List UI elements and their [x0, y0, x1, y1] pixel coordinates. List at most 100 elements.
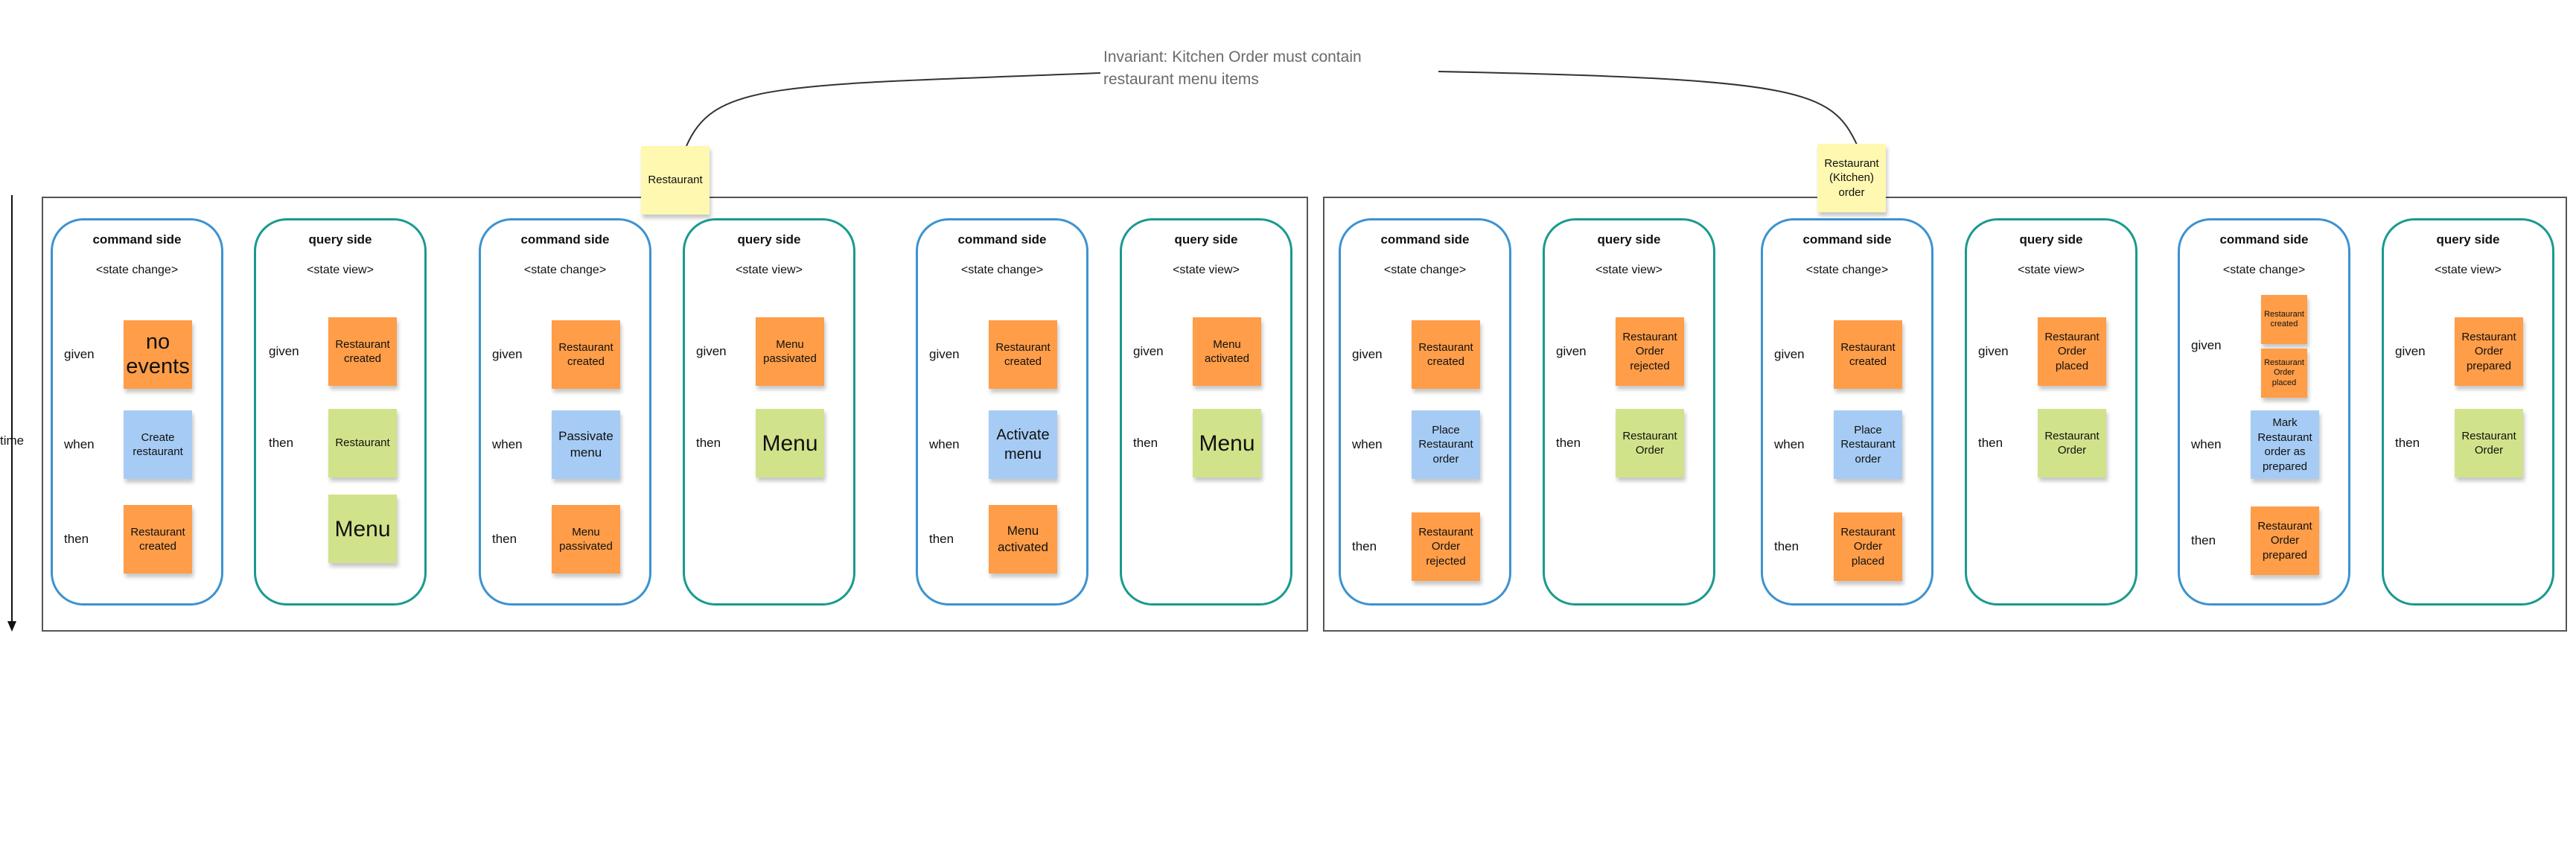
row-label-then: then	[269, 436, 294, 450]
event-sticky: no events	[124, 320, 192, 389]
column-subtitle: <state change>	[1383, 264, 1467, 276]
event-sticky: Restaurant Order placed	[1834, 512, 1902, 581]
command-side-column: command side <state change>	[51, 218, 223, 606]
row-label-when: when	[929, 437, 960, 451]
column-subtitle: <state view>	[2018, 264, 2085, 276]
event-sticky: Menu passivated	[552, 505, 620, 574]
query-side-column: query side <state view>	[2382, 218, 2554, 606]
event-sticky: Restaurant Order placed	[2261, 349, 2307, 398]
event-sticky: Restaurant Order rejected	[1412, 512, 1480, 581]
row-label-when: when	[64, 437, 95, 451]
command-sticky: Place Restaurant order	[1834, 410, 1902, 479]
row-label-given: given	[696, 344, 727, 358]
row-label-then: then	[2395, 436, 2420, 450]
time-label: time	[0, 433, 25, 448]
row-label-given: given	[269, 344, 299, 358]
row-label-then: then	[1352, 539, 1377, 553]
row-label-given: given	[1133, 344, 1164, 358]
column-subtitle: <state view>	[307, 264, 374, 276]
invariant-line-1: Invariant: Kitchen Order must contain	[1103, 48, 1362, 66]
command-side-column: command side <state change>	[1339, 218, 1511, 606]
invariant-connector-right	[1438, 71, 1858, 147]
invariant-connector-left	[686, 72, 1101, 147]
view-sticky: Menu	[328, 495, 397, 563]
row-label-when: when	[1774, 437, 1805, 451]
row-label-then: then	[1133, 436, 1158, 450]
column-subtitle: <state change>	[2222, 264, 2306, 276]
column-subtitle: <state view>	[736, 264, 803, 276]
event-sticky: Restaurant Order prepared	[2455, 317, 2523, 386]
command-sticky: Mark Restaurant order as prepared	[2251, 410, 2319, 479]
row-label-given: given	[64, 347, 95, 361]
event-sticky: Restaurant created	[1834, 320, 1902, 389]
restaurant-order-bounded-context	[1323, 197, 2567, 632]
invariant-annotation: Invariant: Kitchen Order must contain re…	[1103, 46, 1416, 92]
event-sticky: Menu activated	[989, 505, 1057, 574]
aggregate-restaurant: Restaurant	[641, 146, 710, 215]
event-sticky: Restaurant created	[552, 320, 620, 389]
column-title: command side	[1380, 232, 1470, 247]
invariant-line-2: restaurant menu items	[1103, 71, 1259, 89]
event-sticky: Menu passivated	[756, 317, 824, 386]
row-label-given: given	[1556, 344, 1587, 358]
column-title: command side	[92, 232, 182, 247]
command-sticky: Place Restaurant order	[1412, 410, 1480, 479]
event-sticky: Restaurant created	[328, 317, 397, 386]
row-label-then: then	[2191, 533, 2216, 547]
view-sticky: Restaurant Order	[2038, 409, 2106, 477]
event-sticky: Restaurant created	[989, 320, 1057, 389]
command-side-column: command side <state change>	[916, 218, 1088, 606]
event-sticky: Restaurant created	[124, 505, 192, 574]
event-sticky: Restaurant Order placed	[2038, 317, 2106, 386]
column-subtitle: <state view>	[1595, 264, 1662, 276]
row-label-given: given	[492, 347, 523, 361]
query-side-column: query side <state view>	[1543, 218, 1715, 606]
command-sticky: Create restaurant	[124, 410, 192, 479]
row-label-then: then	[1978, 436, 2003, 450]
column-subtitle: <state view>	[2435, 264, 2502, 276]
event-sticky: Menu activated	[1193, 317, 1261, 386]
command-sticky: Activate menu	[989, 410, 1057, 479]
row-label-then: then	[1556, 436, 1581, 450]
row-label-given: given	[929, 347, 960, 361]
restaurant-bounded-context	[42, 197, 1308, 632]
column-subtitle: <state change>	[960, 264, 1044, 276]
command-sticky: Passivate menu	[552, 410, 620, 479]
column-subtitle: <state change>	[95, 264, 179, 276]
column-title: query side	[308, 232, 372, 247]
column-title: query side	[1597, 232, 1661, 247]
row-label-given: given	[1352, 347, 1383, 361]
column-title: query side	[2436, 232, 2500, 247]
column-title: command side	[2219, 232, 2309, 247]
view-sticky: Restaurant	[328, 409, 397, 477]
event-sticky: Restaurant Order prepared	[2251, 506, 2319, 575]
query-side-column: query side<state view>	[683, 218, 855, 606]
column-title: command side	[520, 232, 610, 247]
row-label-when: when	[1352, 437, 1383, 451]
row-label-when: when	[2191, 437, 2222, 451]
row-label-then: then	[492, 532, 517, 546]
row-label-when: when	[492, 437, 523, 451]
query-side-column: query side <state view>	[254, 218, 427, 606]
column-title: command side	[957, 232, 1047, 247]
command-side-column: command side <state change>	[2178, 218, 2350, 606]
column-title: command side	[1802, 232, 1892, 247]
query-side-column: query side<state view>	[1120, 218, 1292, 606]
row-label-then: then	[929, 532, 954, 546]
aggregate-restaurant-kitchen-order: Restaurant (Kitchen) order	[1817, 144, 1886, 212]
command-side-column: command side <state change>	[1761, 218, 1933, 606]
row-label-then: then	[1774, 539, 1799, 553]
row-label-then: then	[696, 436, 721, 450]
column-subtitle: <state change>	[523, 264, 607, 276]
column-subtitle: <state change>	[1805, 264, 1889, 276]
event-sticky: Restaurant created	[1412, 320, 1480, 389]
column-title: query side	[2019, 232, 2083, 247]
time-arrowhead	[7, 621, 16, 632]
view-sticky: Restaurant Order	[1616, 409, 1684, 477]
column-title: query side	[1174, 232, 1238, 247]
event-sticky: Restaurant created	[2261, 295, 2307, 344]
row-label-given: given	[2191, 338, 2222, 352]
view-sticky: Restaurant Order	[2455, 409, 2523, 477]
row-label-given: given	[1774, 347, 1805, 361]
